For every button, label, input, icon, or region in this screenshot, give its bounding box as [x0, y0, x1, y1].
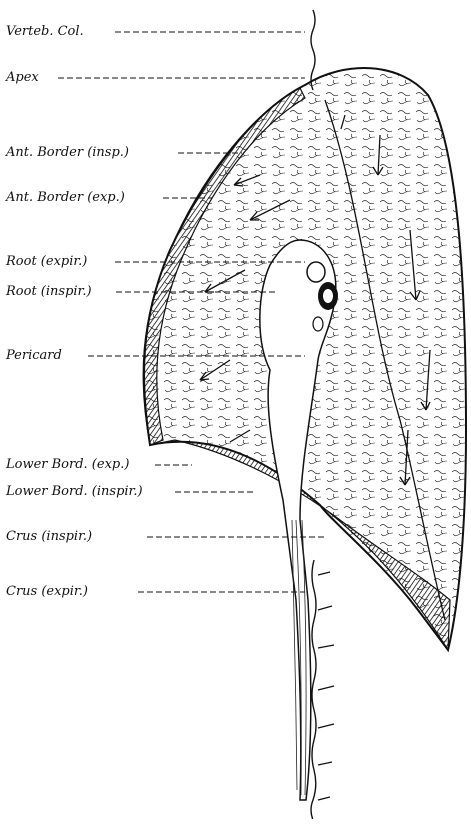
label-lower-bord-inspir: Lower Bord. (inspir.) — [6, 484, 143, 499]
label-vertebral-column: Verteb. Col. — [6, 24, 84, 39]
label-ant-border-exp: Ant. Border (exp.) — [6, 190, 125, 205]
label-lower-bord-exp: Lower Bord. (exp.) — [6, 457, 129, 472]
label-apex: Apex — [6, 70, 39, 85]
label-crus-expir: Crus (expir.) — [6, 584, 88, 599]
root-pericardium — [260, 240, 336, 800]
label-root-expir: Root (expir.) — [6, 254, 87, 269]
vertebra-ticks — [318, 572, 334, 800]
label-crus-inspir: Crus (inspir.) — [6, 529, 92, 544]
label-pericard: Pericard — [6, 348, 62, 363]
label-root-inspir: Root (inspir.) — [6, 284, 92, 299]
label-ant-border-insp: Ant. Border (insp.) — [6, 145, 129, 160]
